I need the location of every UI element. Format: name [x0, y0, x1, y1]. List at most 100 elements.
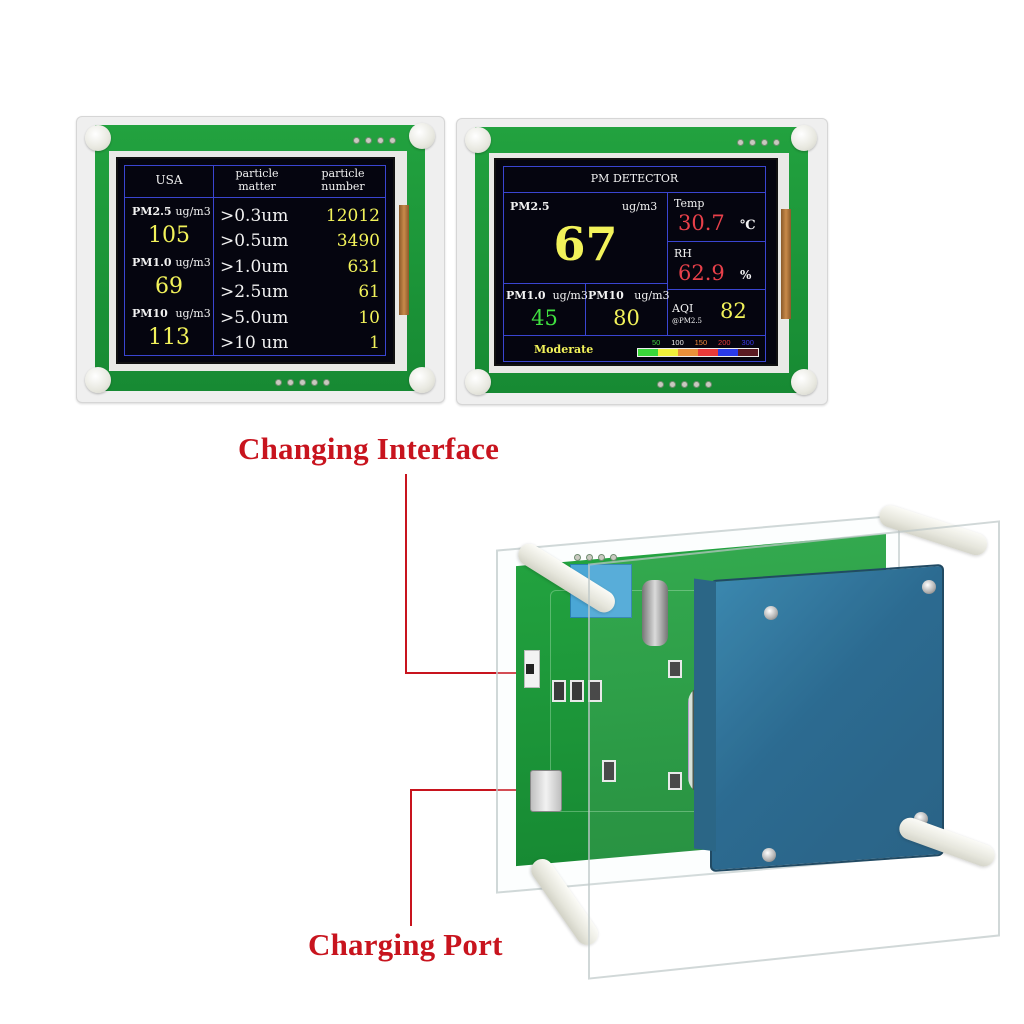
- pm1-label-text: PM1.0: [132, 256, 172, 269]
- smd-component: [570, 680, 584, 702]
- particle-size: >0.3um: [220, 205, 289, 226]
- pm25-unit: ug/m3: [175, 205, 211, 218]
- pm10-label-text: PM10: [588, 289, 624, 302]
- standoff-bottom-left: [85, 367, 111, 393]
- sensor-screw-top-left: [764, 606, 778, 620]
- smd-component: [588, 680, 602, 702]
- header-pins-top: [353, 137, 396, 144]
- detector-pm1-label: PM1.0 ug/m3: [506, 289, 588, 302]
- sensor-screw-bottom-left: [762, 848, 776, 862]
- charging-port-callout-horizontal: [410, 789, 534, 791]
- pm1-value: 69: [155, 274, 183, 299]
- aqi-bar-moderate: [658, 349, 678, 356]
- detector-pm1-value: 45: [531, 306, 558, 330]
- lcd-flex-cable: [399, 205, 409, 315]
- particle-row: >0.5um 3490: [220, 229, 380, 255]
- detector-aqi-value: 82: [720, 299, 747, 323]
- detector-title: PM DETECTOR: [590, 172, 679, 185]
- detector-temp-label: Temp: [674, 197, 705, 210]
- particle-count: 12012: [325, 205, 380, 226]
- pm1-label-text: PM1.0: [506, 289, 546, 302]
- charging-port-callout-vertical: [410, 790, 412, 926]
- particle-row: >10 um 1: [220, 331, 380, 357]
- standoff-bottom-right: [409, 367, 435, 393]
- acrylic-front-plate: [588, 520, 1000, 980]
- header-matter-line1: particle: [235, 167, 279, 180]
- aqi-bar-sensitive: [678, 349, 698, 356]
- changing-interface-callout-horizontal: [405, 672, 529, 674]
- pm10-value: 113: [148, 325, 190, 350]
- particle-count: 61: [358, 282, 380, 303]
- pm10-unit: ug/m3: [634, 289, 670, 302]
- detector-temp-value: 30.7: [678, 211, 725, 235]
- particle-size: >1.0um: [220, 256, 289, 277]
- particle-row: >0.3um 12012: [220, 203, 380, 229]
- header-number-line2: number: [321, 180, 365, 193]
- pm25-value: 105: [148, 223, 190, 248]
- detector-pm25-label: PM2.5: [510, 200, 550, 213]
- particle-count: 631: [347, 256, 380, 277]
- particle-row: >1.0um 631: [220, 254, 380, 280]
- pm25-label: PM2.5 ug/m3: [132, 205, 211, 218]
- sensor-screw-top-right: [922, 580, 936, 594]
- lcd-flex-cable: [781, 209, 791, 319]
- header-number-line1: particle: [321, 167, 365, 180]
- pm25-label-text: PM2.5: [132, 205, 172, 218]
- pm10-label-row: PM10 ug/m3: [132, 307, 211, 320]
- particle-size: >2.5um: [220, 282, 289, 303]
- pm1-unit: ug/m3: [552, 289, 588, 302]
- particle-count: 1: [369, 333, 380, 354]
- usa-header-matter: particle matter: [214, 167, 300, 193]
- standoff-bottom-left: [465, 369, 491, 395]
- detector-pm25-unit: ug/m3: [622, 200, 658, 213]
- particle-size: >5.0um: [220, 307, 289, 328]
- aqi-color-bar: [637, 348, 759, 357]
- scale-tick: 50: [652, 338, 661, 347]
- pm-detector-screen: PM DETECTOR PM2.5 ug/m3 67 PM1.0 ug/m3 4…: [494, 158, 778, 366]
- detector-status-cell: [503, 335, 766, 362]
- standoff-top-right: [791, 125, 817, 151]
- particle-count: 10: [358, 307, 380, 328]
- particle-table: >0.3um 12012 >0.5um 3490 >1.0um 631 >2.5um 6…: [220, 203, 380, 356]
- aqi-bar-good: [638, 349, 658, 356]
- charging-port-label: Charging Port: [308, 927, 503, 962]
- usa-header-region: USA: [155, 173, 183, 187]
- pm10-label: PM1.0 ug/m3: [132, 256, 211, 269]
- header-matter-line2: matter: [238, 180, 276, 193]
- smd-component: [668, 772, 682, 790]
- detector-rh-label: RH: [674, 247, 692, 260]
- detector-pm10-label: PM10 ug/m3: [588, 289, 670, 302]
- scale-tick: 300: [741, 338, 754, 347]
- particle-count: 3490: [336, 231, 380, 252]
- particle-size: >10 um: [220, 333, 289, 354]
- crystal-oscillator: [642, 580, 668, 646]
- pm10-unit: ug/m3: [175, 307, 211, 320]
- aqi-bar-unhealthy: [698, 349, 718, 356]
- header-pins-top: [737, 139, 780, 146]
- header-pins-bottom: [275, 379, 330, 386]
- scale-tick: 200: [718, 338, 731, 347]
- micro-usb-port: [530, 770, 562, 812]
- scale-tick: 150: [694, 338, 708, 347]
- mode-switch-knob: [526, 664, 534, 674]
- pm1-unit: ug/m3: [175, 256, 211, 269]
- detector-pm25-value: 67: [553, 217, 618, 271]
- particle-size: >0.5um: [220, 231, 289, 252]
- detector-aqi-sublabel: @PM2.5: [672, 317, 703, 325]
- detector-status: Moderate: [534, 343, 594, 356]
- detector-temp-unit: ℃: [740, 218, 756, 233]
- usa-grid-leftcol: [124, 165, 214, 356]
- smd-component: [602, 760, 616, 782]
- aqi-bar-hazardous: [738, 349, 758, 356]
- smd-component: [552, 680, 566, 702]
- sensor-pins: [574, 554, 617, 561]
- detector-aqi-label: AQI: [672, 302, 694, 315]
- particle-row: >5.0um 10: [220, 305, 380, 331]
- scale-tick: 100: [671, 338, 684, 347]
- standoff-bottom-right: [791, 369, 817, 395]
- device-rear-view: [490, 480, 1010, 980]
- standoff-top-left: [465, 127, 491, 153]
- header-pins-bottom: [657, 381, 712, 388]
- changing-interface-label: Changing Interface: [238, 431, 500, 466]
- pm10-label-text: PM10: [132, 307, 168, 320]
